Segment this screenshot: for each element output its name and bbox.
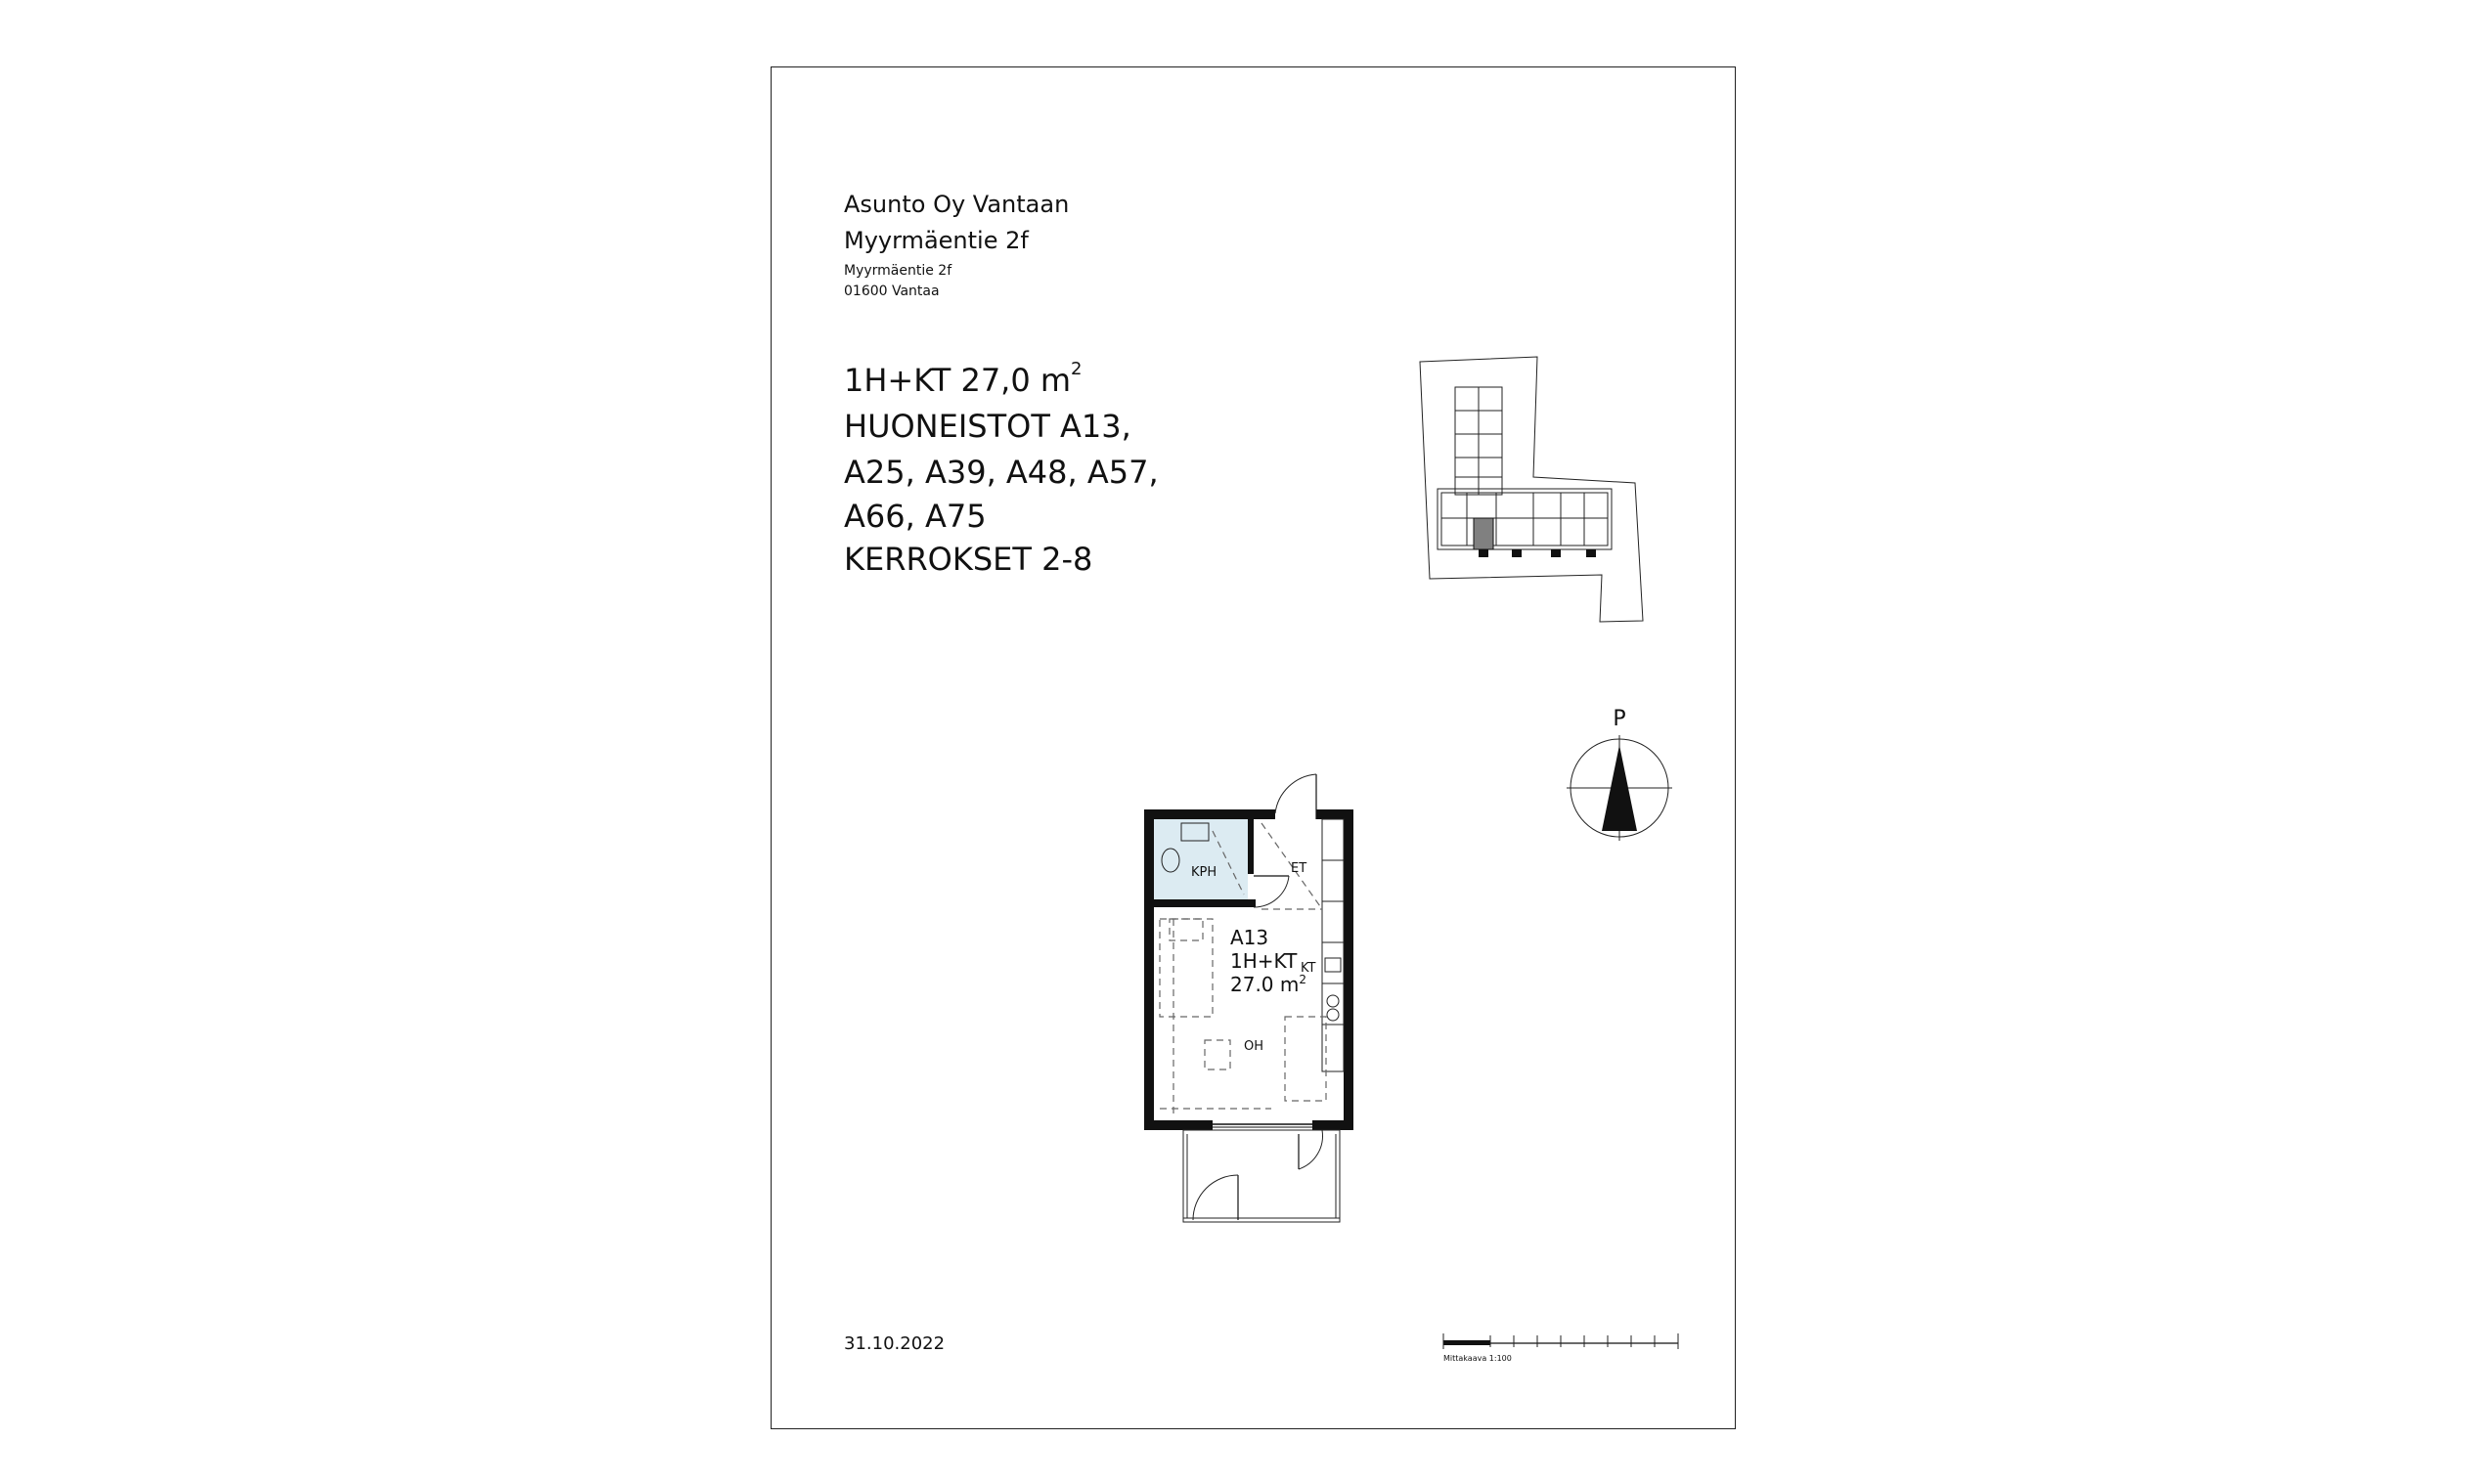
- address-line-1: Myyrmäentie 2f: [844, 263, 952, 279]
- address-line-2: 01600 Vantaa: [844, 284, 940, 299]
- company-name: Asunto Oy Vantaan: [844, 191, 1070, 218]
- floor-plan: KPH ET KT OH A13 1H+KT 27.0 m2: [1144, 773, 1353, 1223]
- drawing-date: 31.10.2022: [844, 1333, 946, 1354]
- unit-id: A13: [1230, 926, 1268, 949]
- north-label: P: [1613, 707, 1625, 731]
- scale-bar: Mittakaava 1:100: [1442, 1333, 1679, 1363]
- room-label-kitchen: KT: [1301, 961, 1316, 976]
- apartment-list-line-2: A25, A39, A48, A57,: [844, 454, 1159, 491]
- unit-area: 27.0 m2: [1230, 973, 1306, 996]
- room-label-hall: ET: [1291, 861, 1306, 876]
- apartment-type-area: 1H+KT 27,0 m2: [844, 359, 1083, 399]
- key-plan: [1419, 356, 1644, 623]
- highlighted-unit: [1473, 517, 1494, 550]
- apartment-list-line-1: HUONEISTOT A13,: [844, 408, 1131, 445]
- room-label-bath: KPH: [1191, 865, 1217, 880]
- scale-label: Mittakaava 1:100: [1443, 1354, 1512, 1363]
- room-label-living: OH: [1244, 1039, 1263, 1054]
- floors-label: KERROKSET 2-8: [844, 541, 1093, 578]
- apartment-list-line-3: A66, A75: [844, 498, 987, 535]
- north-arrow: P: [1567, 707, 1672, 841]
- drawing-sheet: [771, 66, 1736, 1429]
- street-title: Myyrmäentie 2f: [844, 227, 1029, 254]
- unit-type: 1H+KT: [1230, 949, 1298, 973]
